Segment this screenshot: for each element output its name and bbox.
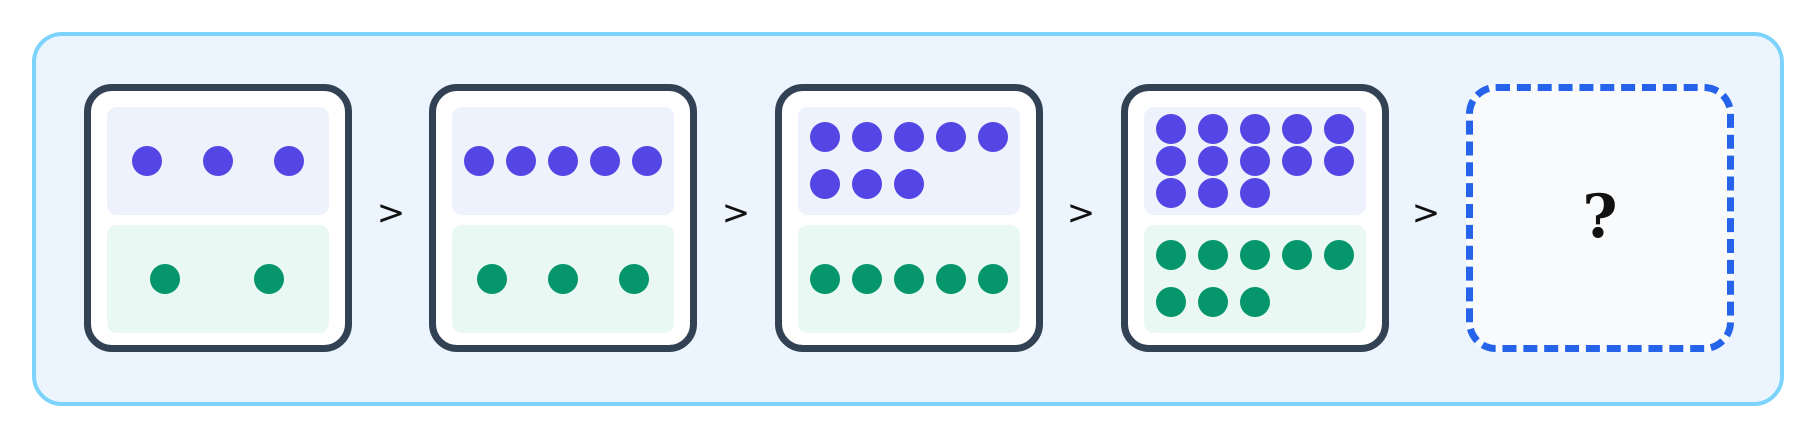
green-dot bbox=[1282, 240, 1312, 270]
green-dot bbox=[150, 264, 180, 294]
green-dot bbox=[936, 264, 966, 294]
purple-dot bbox=[852, 169, 882, 199]
panel-4 bbox=[1121, 84, 1389, 352]
purple-dot bbox=[810, 122, 840, 152]
purple-dot bbox=[978, 122, 1008, 152]
purple-dot bbox=[1156, 146, 1186, 176]
panel-1-bottom-group bbox=[107, 225, 329, 333]
purple-dot bbox=[464, 146, 494, 176]
purple-dot bbox=[1324, 146, 1354, 176]
green-dot bbox=[894, 264, 924, 294]
purple-dot bbox=[936, 122, 966, 152]
purple-dot bbox=[1198, 146, 1228, 176]
separator-4: > bbox=[1411, 193, 1441, 233]
green-dot bbox=[1240, 287, 1270, 317]
green-dot bbox=[254, 264, 284, 294]
panel-1-top-group bbox=[107, 107, 329, 215]
green-dot bbox=[1324, 240, 1354, 270]
panel-3-bottom-group bbox=[798, 225, 1020, 333]
green-dot bbox=[852, 264, 882, 294]
green-dot bbox=[1198, 287, 1228, 317]
panel-4-top-group bbox=[1144, 107, 1366, 215]
panel-2-top-group bbox=[452, 107, 674, 215]
green-dot bbox=[978, 264, 1008, 294]
purple-dot bbox=[590, 146, 620, 176]
purple-dot bbox=[506, 146, 536, 176]
panel-1 bbox=[84, 84, 352, 352]
green-dot bbox=[1198, 240, 1228, 270]
purple-dot bbox=[1240, 178, 1270, 208]
separator-1: > bbox=[376, 193, 406, 233]
question-mark: ? bbox=[1582, 182, 1618, 252]
panel-3 bbox=[775, 84, 1043, 352]
purple-dot bbox=[1156, 178, 1186, 208]
green-dot bbox=[548, 264, 578, 294]
purple-dot bbox=[1324, 114, 1354, 144]
purple-dot bbox=[894, 122, 924, 152]
purple-dot bbox=[894, 169, 924, 199]
green-dot bbox=[1240, 240, 1270, 270]
purple-dot bbox=[1156, 114, 1186, 144]
panel-3-top-group bbox=[798, 107, 1020, 215]
green-dot bbox=[1156, 287, 1186, 317]
purple-dot bbox=[632, 146, 662, 176]
green-dot bbox=[477, 264, 507, 294]
answer-box[interactable]: ? bbox=[1466, 84, 1734, 352]
purple-dot bbox=[1240, 114, 1270, 144]
separator-3: > bbox=[1066, 193, 1096, 233]
purple-dot bbox=[1282, 114, 1312, 144]
green-dot bbox=[1156, 240, 1186, 270]
purple-dot bbox=[1282, 146, 1312, 176]
purple-dot bbox=[1198, 114, 1228, 144]
panel-2 bbox=[429, 84, 697, 352]
purple-dot bbox=[1198, 178, 1228, 208]
panel-2-bottom-group bbox=[452, 225, 674, 333]
purple-dot bbox=[132, 146, 162, 176]
green-dot bbox=[810, 264, 840, 294]
purple-dot bbox=[203, 146, 233, 176]
purple-dot bbox=[548, 146, 578, 176]
purple-dot bbox=[810, 169, 840, 199]
purple-dot bbox=[1240, 146, 1270, 176]
panel-4-bottom-group bbox=[1144, 225, 1366, 333]
green-dot bbox=[619, 264, 649, 294]
separator-2: > bbox=[721, 193, 751, 233]
purple-dot bbox=[274, 146, 304, 176]
purple-dot bbox=[852, 122, 882, 152]
